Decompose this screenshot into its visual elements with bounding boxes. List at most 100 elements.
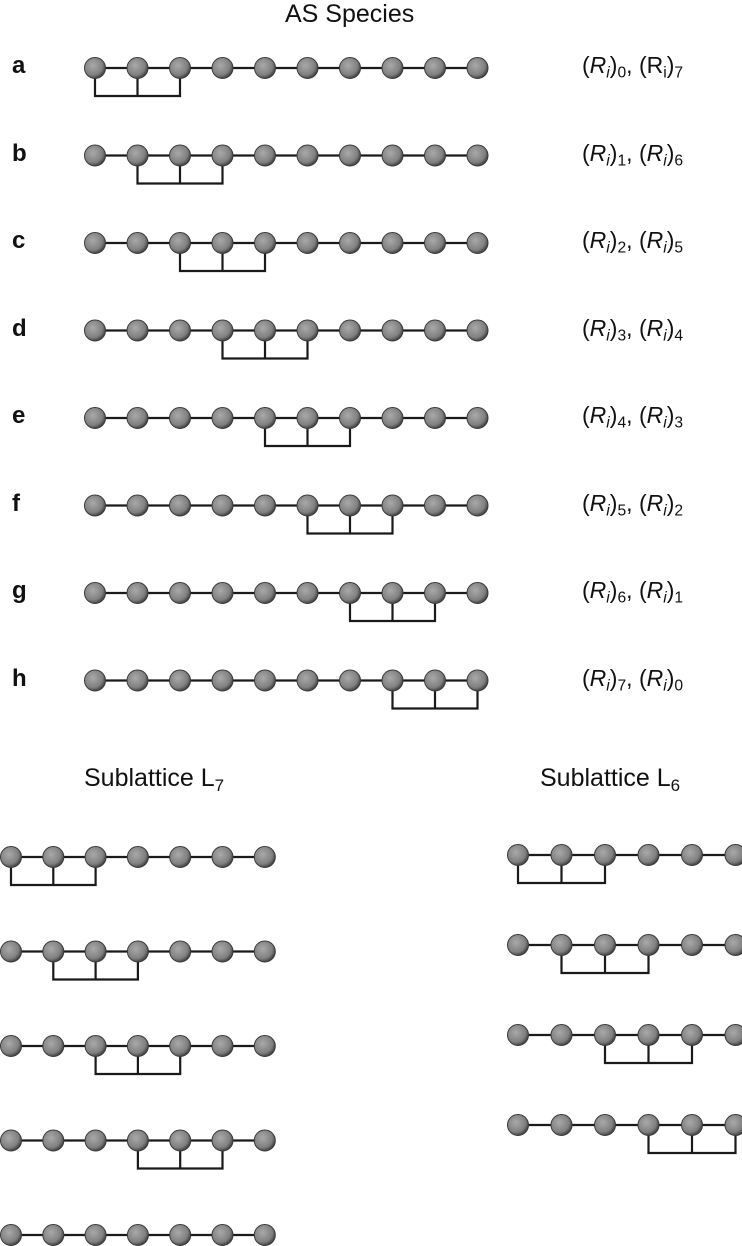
as-species-chain-g [84,582,489,623]
index-subscript: 5 [674,239,684,257]
sublattice-l7-chain-3-bead-5 [169,1035,192,1057]
paren-close: ) [666,314,675,341]
sublattice-l7-chain-3-bead-4 [126,1035,149,1057]
symbol-r: R [646,314,664,341]
as-species-chain-d [84,319,489,360]
paren-open: ( [582,314,590,341]
as-species-chain-d-bead-1 [84,319,106,342]
subscript-i: i [663,64,667,82]
sublattice-l7-chain-1-bead-2 [42,846,65,868]
as-species-chain-a-bead-7 [339,57,361,79]
row-label-e: (Ri)4, (Ri)3 [582,402,683,433]
as-species-chain-d-bead-4 [211,319,234,342]
paren-open: ( [638,664,647,691]
index-subscript: 1 [674,589,684,607]
sublattice-l7-chain-3-bead-2 [42,1035,65,1057]
sublattice-l6-chain-1-bead-4 [637,844,660,866]
symbol-r: R [646,139,664,166]
paren-close: ) [609,664,618,691]
as-species-chain-a-bead-1 [84,57,106,79]
sublattice-l7-chain-3-bead-6 [211,1035,234,1057]
as-species-chain-d-bead-2 [126,319,149,342]
as-species-chain-h-bead-3 [169,669,191,692]
sublattice-l6-chain-1-bead-2 [550,844,573,866]
as-species-chain-h-bead-1 [84,669,106,692]
as-species-chain-c-bead-4 [211,232,234,254]
row-label-g: (Ri)6, (Ri)1 [582,577,683,608]
paren-open: ( [582,139,590,166]
row-label-e-label2: (Ri)3 [638,402,683,432]
row-letter-g: g [12,577,27,604]
as-species-chain-c-bead-8 [381,232,404,254]
row-label-h-label1: (Ri)7 [582,664,627,695]
as-species-chain-e [84,407,489,448]
sublattice-l7-chain-2-bead-7 [253,940,276,963]
index-subscript: 7 [617,677,627,695]
as-species-chain-d-bead-3 [169,319,191,342]
sublattice-l6-chain-2-bead-6 [724,934,742,956]
symbol-r: R [589,314,607,341]
as-species-chain-d-bead-9 [424,319,446,342]
as-species-chain-h-bead-7 [339,669,361,692]
sublattice-l7-chain-1-bead-6 [211,846,234,868]
sublattice-l7-chain-5-bead-6 [211,1224,234,1246]
index-subscript: 6 [617,589,627,607]
row-label-f-label2: (Ri)2 [639,490,684,520]
row-label-c-label2: (Ri)5 [639,227,683,257]
subscript-i: i [606,152,610,170]
index-subscript: 3 [674,414,684,432]
sublattice-l6-chain-2-bead-1 [507,934,529,956]
subscript: i [606,502,609,519]
label-separator: , [626,52,639,78]
as-species-chain-f-bead-7 [339,494,361,517]
paren-close: ) [666,227,675,253]
as-species-chain-e-bead-3 [169,407,191,429]
as-species-chain-g-bead-3 [169,582,191,604]
as-species-chain-f-bead-5 [254,494,276,517]
row-letter-e: e [12,402,26,429]
as-species-chain-a-bead-9 [424,57,446,79]
as-species-chain-a-bead-2 [126,57,149,79]
as-species-chain-g-bead-5 [254,582,276,604]
as-species-chain-e-bead-10 [466,407,489,429]
paren-open: ( [638,402,647,428]
sublattice-l7-chain-4-bead-3 [84,1129,107,1152]
sublattice-l6-chain-1-bead-5 [681,844,703,866]
row-label-b-label2: (Ri)6 [639,139,683,170]
paren-open: ( [582,227,590,253]
as-species-chain-h-bead-5 [254,669,276,692]
as-species-chain-h-bead-6 [296,669,319,692]
subscript: i [663,590,666,607]
subscript: i [663,327,666,344]
row-letter-h: h [12,664,27,692]
symbol-r: R [589,52,607,78]
subscript: i [606,590,609,607]
as-species-chain-b-bead-1 [84,144,106,167]
as-species-chain-g-bead-1 [84,582,106,604]
row-label-f-label1: (Ri)5 [582,490,626,520]
symbol-r: R [589,402,607,428]
subscript-i: i [663,589,667,607]
label-separator: , [626,577,639,603]
index-subscript: 2 [674,502,684,520]
subscript: i [663,502,666,519]
sublattice-l7-chain-5 [0,1224,276,1246]
as-species-chain-e-bead-7 [339,407,361,429]
sublattice-l6-title-base: Sublattice L [540,764,671,792]
sublattice-l7-chain-2 [0,940,276,981]
sublattice-l7-chain-5-bead-2 [42,1224,65,1246]
row-label-b-label1: (Ri)1 [582,139,626,170]
as-species-chain-g-bead-10 [466,582,489,604]
subscript-i: i [663,239,667,257]
label-separator: , [626,139,639,166]
subscript-i: i [606,502,610,520]
as-species-chain-d-bead-7 [339,319,361,342]
symbol-r: R [589,664,607,691]
sublattice-l7-chain-4-bead-2 [42,1129,65,1152]
paren-open: ( [638,52,647,78]
sublattice-l6-chain-4-bead-3 [594,1114,616,1136]
row-label-b: (Ri)1, (Ri)6 [582,140,683,171]
sublattice-l6-chain-4-bead-5 [681,1114,703,1136]
as-species-chain-b-bead-10 [466,144,489,167]
